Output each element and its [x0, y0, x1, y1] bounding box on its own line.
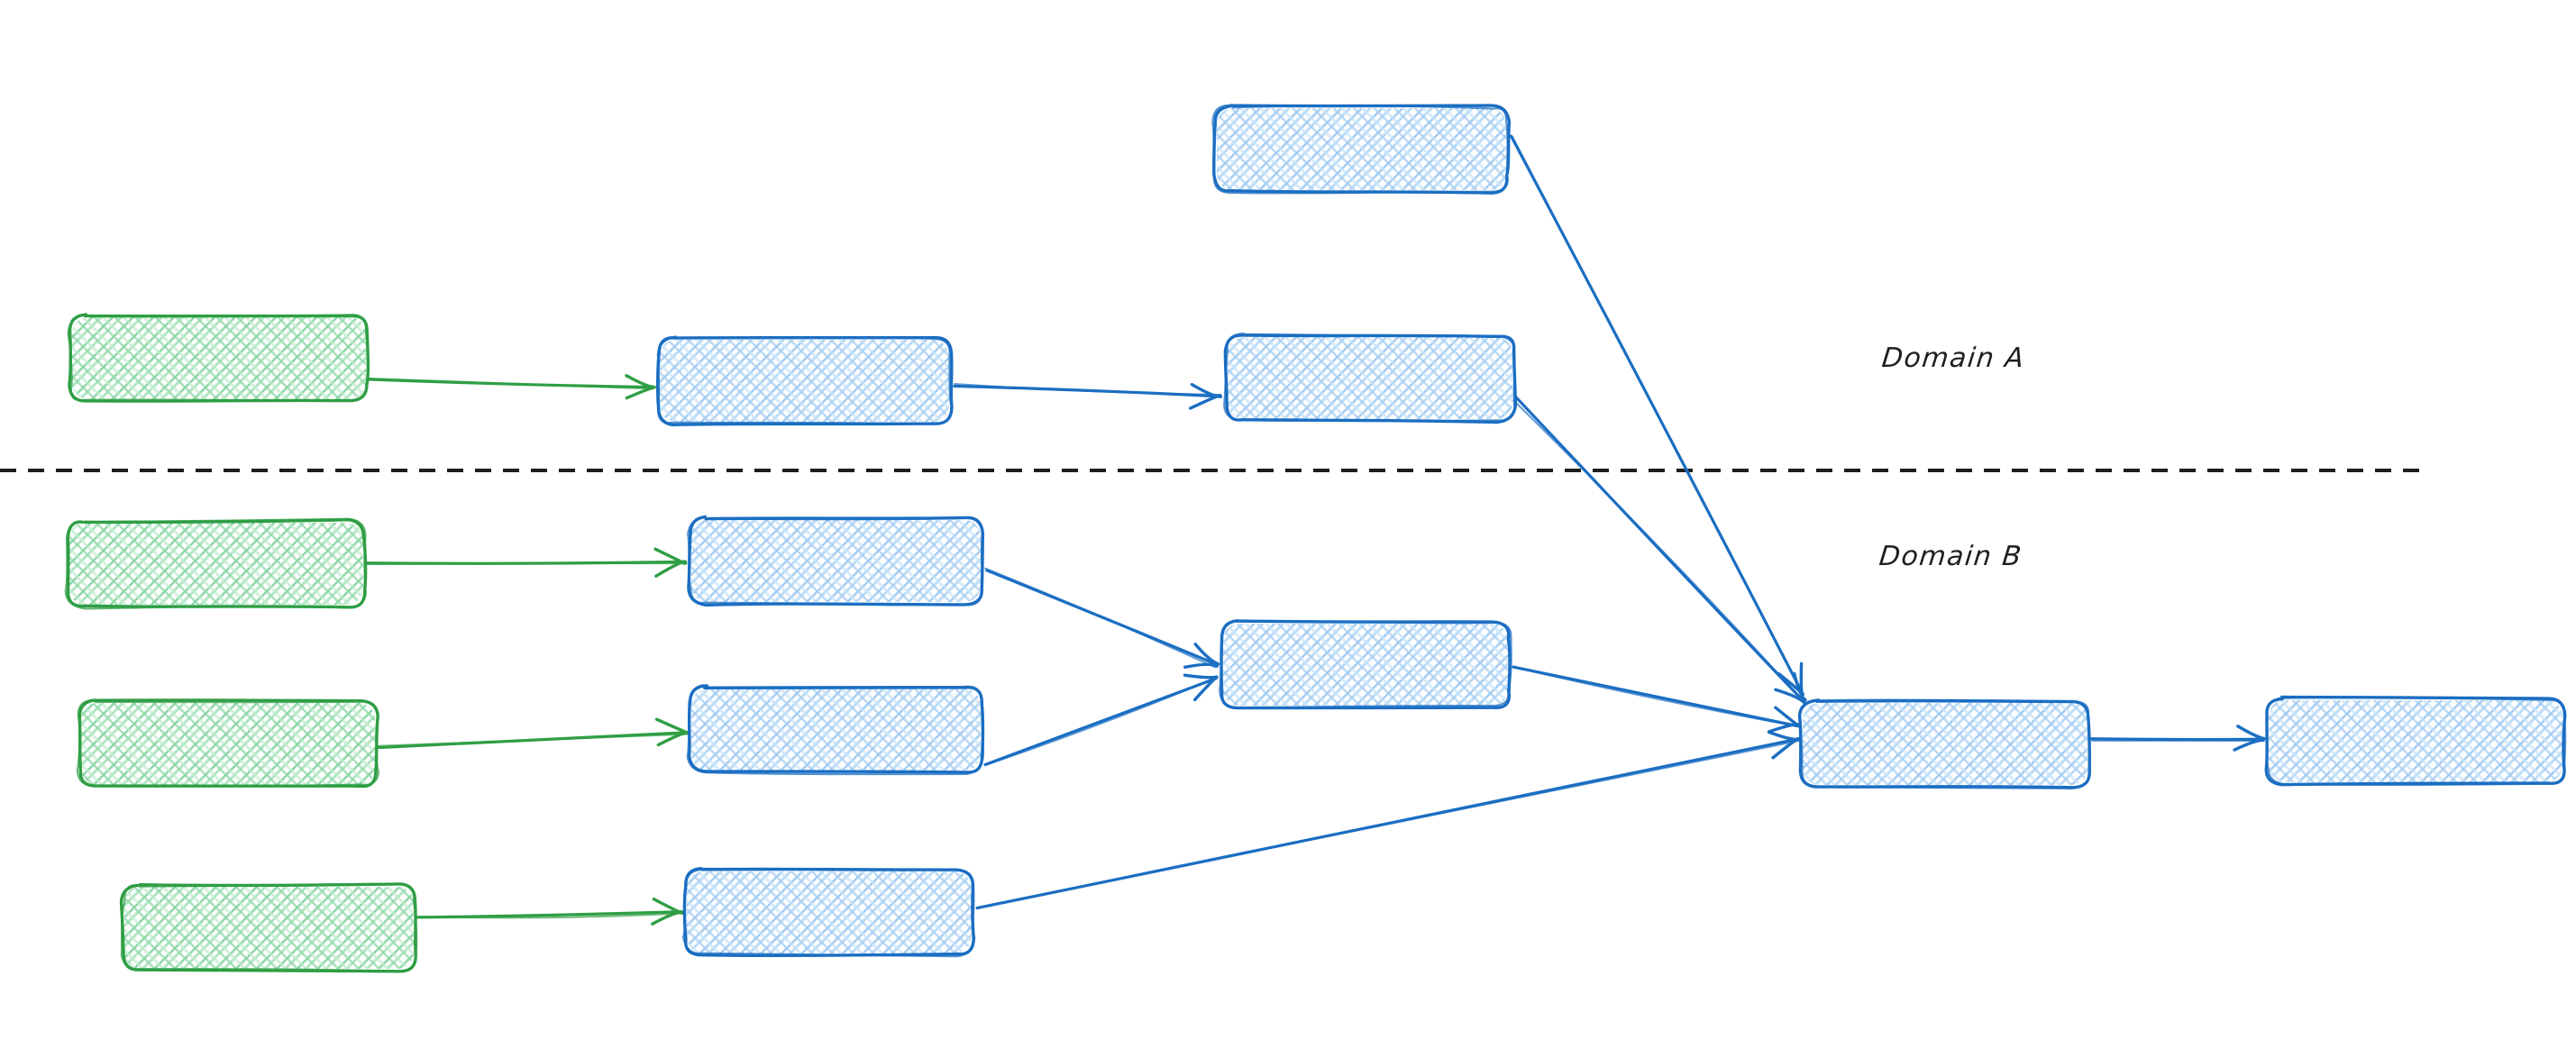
edge-line [2089, 737, 2265, 742]
diagram-edge-e11[interactable] [975, 730, 1803, 910]
edge-arrowhead [652, 897, 684, 915]
node-fill-hatch-secondary [691, 689, 981, 771]
node-fill-hatch-secondary [72, 317, 366, 399]
node-outline-stroke [1799, 698, 2092, 789]
edge-line [954, 383, 1219, 397]
diagram-node-b-blue-sink[interactable] [1797, 698, 2092, 789]
diagram-node-a-blue-1[interactable] [656, 335, 954, 427]
edge-arrowhead [654, 717, 689, 734]
edge-arrowhead [653, 547, 687, 565]
node-fill-hatch-secondary [1217, 108, 1506, 190]
node-outline-stroke [687, 515, 983, 607]
node-outline-stroke [76, 698, 379, 788]
diagram-edge-e6[interactable] [377, 717, 690, 750]
edge-line [1512, 399, 1806, 705]
diagram-node-a-blue-top[interactable] [1211, 104, 1512, 195]
diagram-node-b-blue-3[interactable] [681, 866, 976, 958]
node-fill-hatch-secondary [687, 871, 972, 953]
diagram-node-b-blue-2[interactable] [686, 684, 985, 776]
node-outline-stroke [686, 684, 985, 776]
diagram-node-b-green-2[interactable] [76, 698, 379, 789]
edge-line [1512, 135, 1804, 696]
edge-line [377, 733, 690, 747]
node-fill-hatch-secondary [1228, 337, 1512, 419]
node-outline-stroke [681, 866, 975, 958]
diagram-edge-e2[interactable] [953, 383, 1223, 410]
edge-arrowhead [1767, 723, 1801, 734]
node-fill-hatch-secondary [81, 703, 375, 785]
edge-arrowhead [1767, 730, 1801, 742]
node-outline-stroke [78, 698, 379, 789]
edge-arrowhead [1774, 706, 1800, 727]
edge-line [1513, 666, 1799, 727]
edges-layer [363, 134, 2266, 926]
node-fill-hatch-secondary [124, 887, 414, 969]
node-fill-hatch-secondary [691, 520, 981, 602]
edge-line [1512, 665, 1801, 728]
diagram-edge-e12[interactable] [2089, 725, 2266, 752]
diagram-edge-e1[interactable] [366, 374, 656, 400]
node-fill-hatch-secondary [660, 340, 949, 422]
diagram-node-a-blue-2[interactable] [1223, 332, 1518, 424]
diagram-edge-e10[interactable] [1512, 665, 1801, 734]
node-outline-stroke [64, 517, 367, 610]
domain-a-label: Domain A [1880, 342, 2027, 374]
edge-arrowhead [1799, 661, 1804, 697]
node-fill-hatch-secondary [1223, 624, 1508, 706]
diagram-edge-e4[interactable] [1512, 396, 1807, 705]
diagram-node-b-blue-final[interactable] [2264, 695, 2567, 787]
diagram-edge-e9[interactable] [983, 673, 1219, 767]
edge-line [1514, 396, 1805, 703]
diagram-node-a-green-1[interactable] [67, 313, 370, 403]
edge-line [986, 677, 1217, 766]
edge-line [984, 567, 1217, 669]
edge-arrowhead [625, 374, 656, 389]
edge-arrowhead [1192, 675, 1219, 702]
diagram-edge-e5[interactable] [363, 547, 688, 578]
edge-arrowhead [1774, 688, 1805, 704]
edge-arrowhead [1183, 662, 1219, 670]
diagram-edge-e7[interactable] [414, 897, 684, 926]
node-fill-hatch-secondary [69, 523, 363, 605]
edge-line [976, 739, 1803, 908]
edge-line [363, 562, 688, 566]
edge-arrowhead [1183, 673, 1219, 680]
edge-line [417, 912, 684, 919]
node-fill-hatch-secondary [2269, 700, 2562, 782]
node-outline-stroke [1223, 332, 1516, 423]
edge-arrowhead [2236, 725, 2266, 741]
node-fill-hatch-secondary [1803, 703, 2087, 785]
node-outline-stroke [120, 882, 418, 972]
diagram-edge-e3[interactable] [1509, 134, 1805, 697]
edge-arrowhead [2233, 738, 2265, 752]
diagram-node-b-blue-merge[interactable] [1219, 619, 1512, 710]
node-outline-stroke [1219, 620, 1512, 709]
edge-arrowhead [1793, 671, 1807, 702]
edge-arrowhead [1193, 643, 1220, 666]
diagram-node-b-green-1[interactable] [64, 517, 368, 610]
diagram-node-b-green-3[interactable] [119, 882, 418, 973]
domain-b-label: Domain B [1877, 541, 2024, 572]
diagram-edge-e8[interactable] [984, 567, 1220, 670]
node-outline-stroke [67, 314, 370, 402]
node-outline-stroke [656, 335, 953, 425]
diagram-node-b-blue-1[interactable] [687, 515, 985, 607]
edge-line [366, 377, 653, 390]
node-outline-stroke [1211, 104, 1509, 195]
edge-arrowhead [1190, 383, 1222, 398]
node-outline-stroke [2265, 696, 2567, 787]
nodes-layer [64, 104, 2567, 973]
